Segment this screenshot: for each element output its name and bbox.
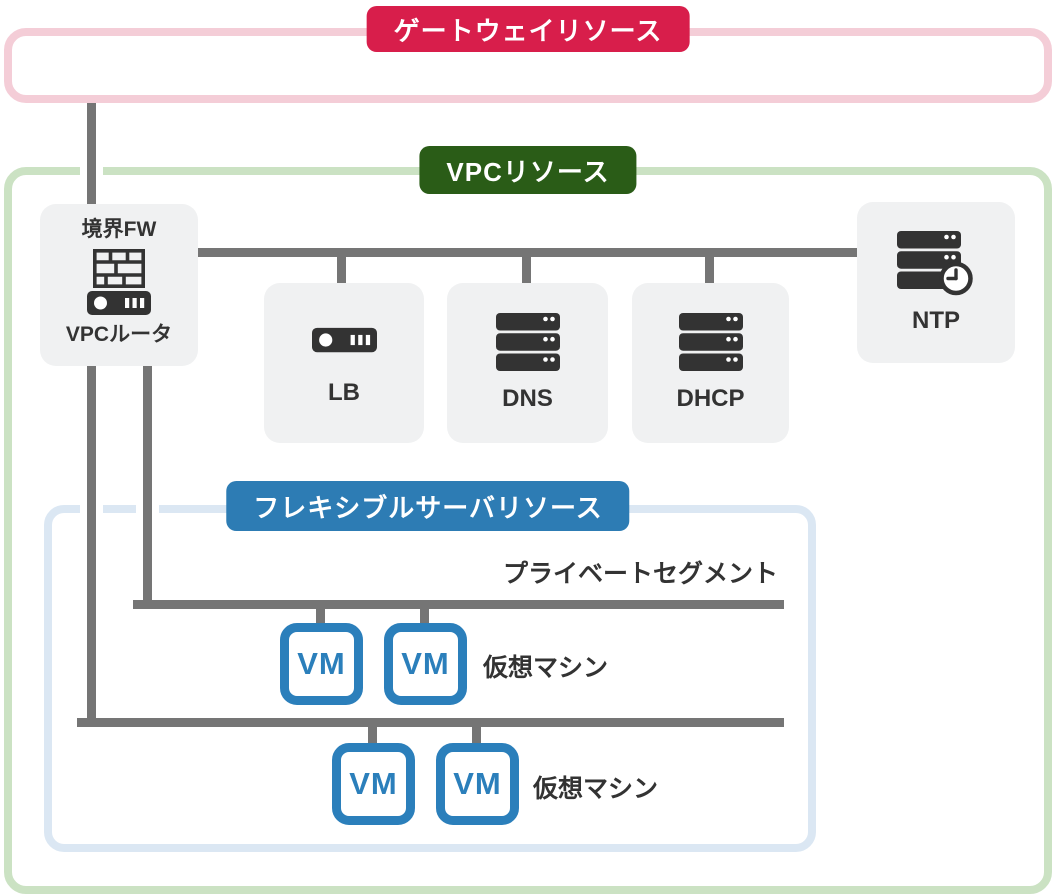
vpc-resource-badge: VPCリソース (419, 146, 637, 194)
gateway-resource-label: ゲートウェイリソース (393, 15, 663, 46)
firewall-icon (93, 249, 145, 288)
ntp-label: NTP (912, 306, 960, 334)
connector-bus-to-dhcp (705, 257, 714, 283)
vpc-router-label: VPCルータ (65, 323, 173, 346)
vpc-top-bus-line (197, 248, 858, 257)
vm-box: VM (332, 743, 415, 825)
vm-label: VM (297, 646, 346, 681)
vpc-resource-label: VPCリソース (446, 156, 610, 187)
connector-segment2-to-vm1 (368, 727, 377, 743)
server-stack-icon (678, 313, 743, 371)
vm-box: VM (436, 743, 519, 825)
dns-node: DNS (447, 283, 608, 443)
connector-segment2-to-vm2 (472, 727, 481, 743)
vm-row1-label: 仮想マシン (483, 654, 609, 682)
vm-box: VM (384, 623, 467, 705)
segment2-bus-line (77, 718, 784, 727)
connector-segment1-to-vm1 (316, 609, 325, 623)
lb-label: LB (328, 379, 360, 406)
connector-segment1-to-vm2 (420, 609, 429, 623)
connector-bus-to-dns (522, 257, 531, 283)
vm-row2-label: 仮想マシン (533, 775, 659, 803)
lb-node: LB (264, 283, 424, 443)
vm-label: VM (349, 766, 398, 801)
connector-bus-to-lb (337, 257, 346, 283)
boundary-fw-vpc-router-node: 境界FW (40, 204, 198, 366)
vm-label: VM (401, 646, 450, 681)
router-icon (311, 327, 377, 353)
connector-gateway-to-bottom-segment (80, 103, 103, 718)
dhcp-label: DHCP (676, 385, 745, 412)
flexible-server-resource-badge: フレキシブルサーバリソース (226, 481, 630, 531)
ntp-node: NTP (857, 202, 1015, 363)
dhcp-node: DHCP (632, 283, 789, 443)
private-segment-bus-line (133, 600, 784, 609)
server-stack-icon (495, 313, 560, 371)
dns-label: DNS (502, 385, 553, 412)
gateway-resource-badge: ゲートウェイリソース (366, 6, 690, 52)
vm-label: VM (453, 766, 502, 801)
boundary-fw-label: 境界FW (81, 218, 157, 241)
vm-box: VM (280, 623, 363, 705)
private-segment-label: プライベートセグメント (502, 560, 778, 588)
connector-fw-to-private-segment (136, 360, 159, 600)
flexible-server-resource-label: フレキシブルサーバリソース (253, 492, 603, 523)
server-clock-icon (897, 230, 975, 297)
router-icon (87, 291, 151, 315)
